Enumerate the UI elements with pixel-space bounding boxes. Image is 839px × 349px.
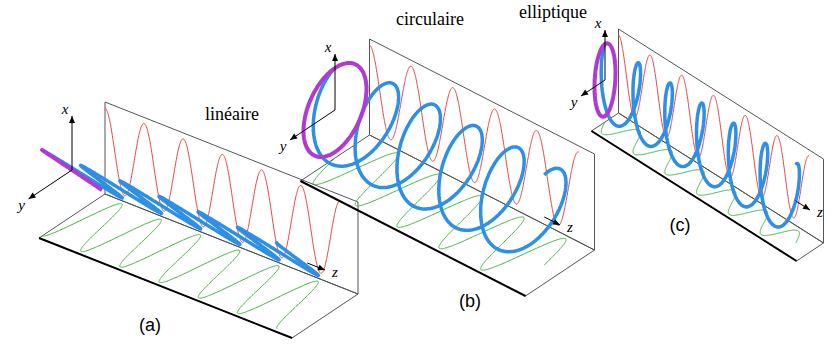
z-axis (307, 263, 325, 270)
panel-caption: (c) (668, 216, 693, 236)
y-axis (581, 80, 605, 96)
y-axis (29, 170, 73, 199)
axis-label: z (565, 219, 575, 236)
y-axis-arrow (29, 193, 36, 199)
panel-caption: (b) (457, 292, 483, 312)
y-component-wave (42, 204, 318, 329)
axis-label: x (593, 15, 604, 32)
floor-front-edge (301, 181, 526, 296)
x-component-wave (370, 45, 579, 225)
y-axis-arrow (290, 134, 297, 140)
axis-label: y (569, 94, 580, 111)
panel-caption: (a) (137, 316, 163, 336)
floor-front-edge (39, 238, 292, 338)
z-axis (796, 201, 810, 210)
y-axis-arrow (581, 90, 588, 96)
z-axis-arrow (317, 265, 325, 271)
axis-label: x (60, 101, 71, 118)
panel-title: elliptique (517, 3, 589, 23)
axis-label: x (323, 39, 334, 56)
z-axis (544, 217, 560, 225)
axis-label: y (278, 138, 289, 155)
x-axis-arrow (69, 116, 75, 123)
floor-frame (592, 113, 824, 261)
field-vector-curve (42, 150, 318, 275)
x-axis-arrow (332, 54, 338, 61)
y-axis (290, 110, 335, 140)
x-axis-arrow (602, 30, 608, 37)
field-vector-curve (601, 44, 799, 227)
x-component-wave (619, 35, 810, 218)
panel-title: circulaire (394, 10, 466, 30)
axis-label: y (16, 197, 27, 214)
axis-label: z (815, 204, 825, 221)
floor-front-edge (592, 131, 797, 261)
floor-frame (301, 135, 595, 296)
x-axis (72, 116, 73, 170)
x-axis (605, 30, 606, 80)
x-axis (335, 54, 336, 110)
z-axis-arrow (802, 204, 810, 210)
z-axis-arrow (552, 219, 560, 225)
field-vector-curve (313, 68, 566, 252)
axis-label: z (330, 264, 340, 281)
panel-title: linéaire (203, 105, 261, 125)
